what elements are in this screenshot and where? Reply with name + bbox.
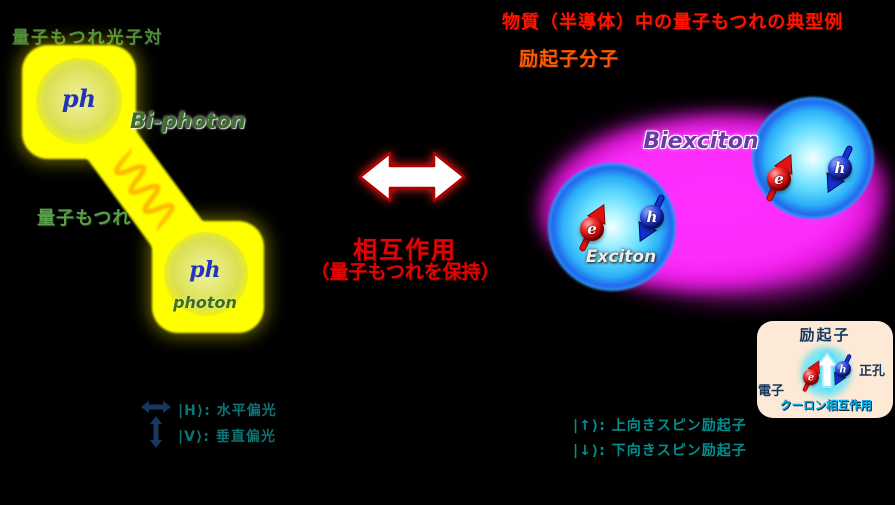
coulomb-interaction-label: クーロン相互作用 [780, 398, 872, 412]
electron-symbol: e [807, 371, 815, 383]
biphoton-label: Bi-photon [130, 109, 246, 133]
electron-particle: e [574, 201, 610, 257]
photon-caption: photon [173, 293, 237, 312]
photon1-symbol: ph [61, 84, 97, 113]
left-panel-title: 量子もつれ光子対 [12, 28, 164, 48]
photon2-symbol: ph [189, 257, 221, 283]
hole-label: 正孔 [859, 364, 886, 379]
interaction-arrow-icon [358, 151, 466, 203]
exciton-label: Exciton [585, 247, 657, 267]
hole-sphere [828, 156, 852, 180]
hole-sphere [835, 361, 851, 377]
electron-sphere [767, 167, 791, 191]
entanglement-label: 量子もつれ [37, 208, 132, 229]
electron-symbol: e [587, 220, 597, 238]
legend-v-polarization: |V⟩: 垂直偏光 [178, 429, 276, 445]
hole-particle: h [822, 140, 858, 196]
hole-symbol: h [839, 363, 847, 375]
horizontal-polarization-arrow-icon [141, 401, 171, 413]
hole-symbol: h [834, 159, 846, 177]
interaction-title: 相互作用 [353, 236, 457, 264]
right-panel-subtitle: 励起子分子 [519, 48, 620, 70]
exciton-box-title: 励起子 [799, 326, 851, 344]
interaction-subtitle: （量子もつれを保持） [310, 261, 500, 283]
hole-particle: h [831, 351, 855, 388]
photon2-core [164, 232, 248, 316]
electron-label: 電子 [758, 384, 785, 399]
electron-particle: e [799, 359, 823, 396]
vertical-polarization-arrow-icon [150, 416, 162, 448]
right-panel-title: 物質（半導体）中の量子もつれの典型例 [502, 12, 844, 33]
hole-symbol: h [646, 208, 658, 226]
legend-spin-up: |↑⟩: 上向きスピン励起子 [573, 418, 747, 434]
electron-sphere [580, 217, 604, 241]
hole-sphere [640, 205, 664, 229]
hole-particle: h [634, 189, 670, 245]
legend-spin-down: |↓⟩: 下向きスピン励起子 [573, 443, 747, 459]
legend-h-polarization: |H⟩: 水平偏光 [178, 403, 277, 419]
electron-sphere [803, 369, 819, 385]
electron-symbol: e [774, 170, 784, 188]
electron-particle: e [761, 151, 797, 207]
photon1-core [36, 58, 122, 144]
biexciton-label: Biexciton [643, 129, 759, 154]
